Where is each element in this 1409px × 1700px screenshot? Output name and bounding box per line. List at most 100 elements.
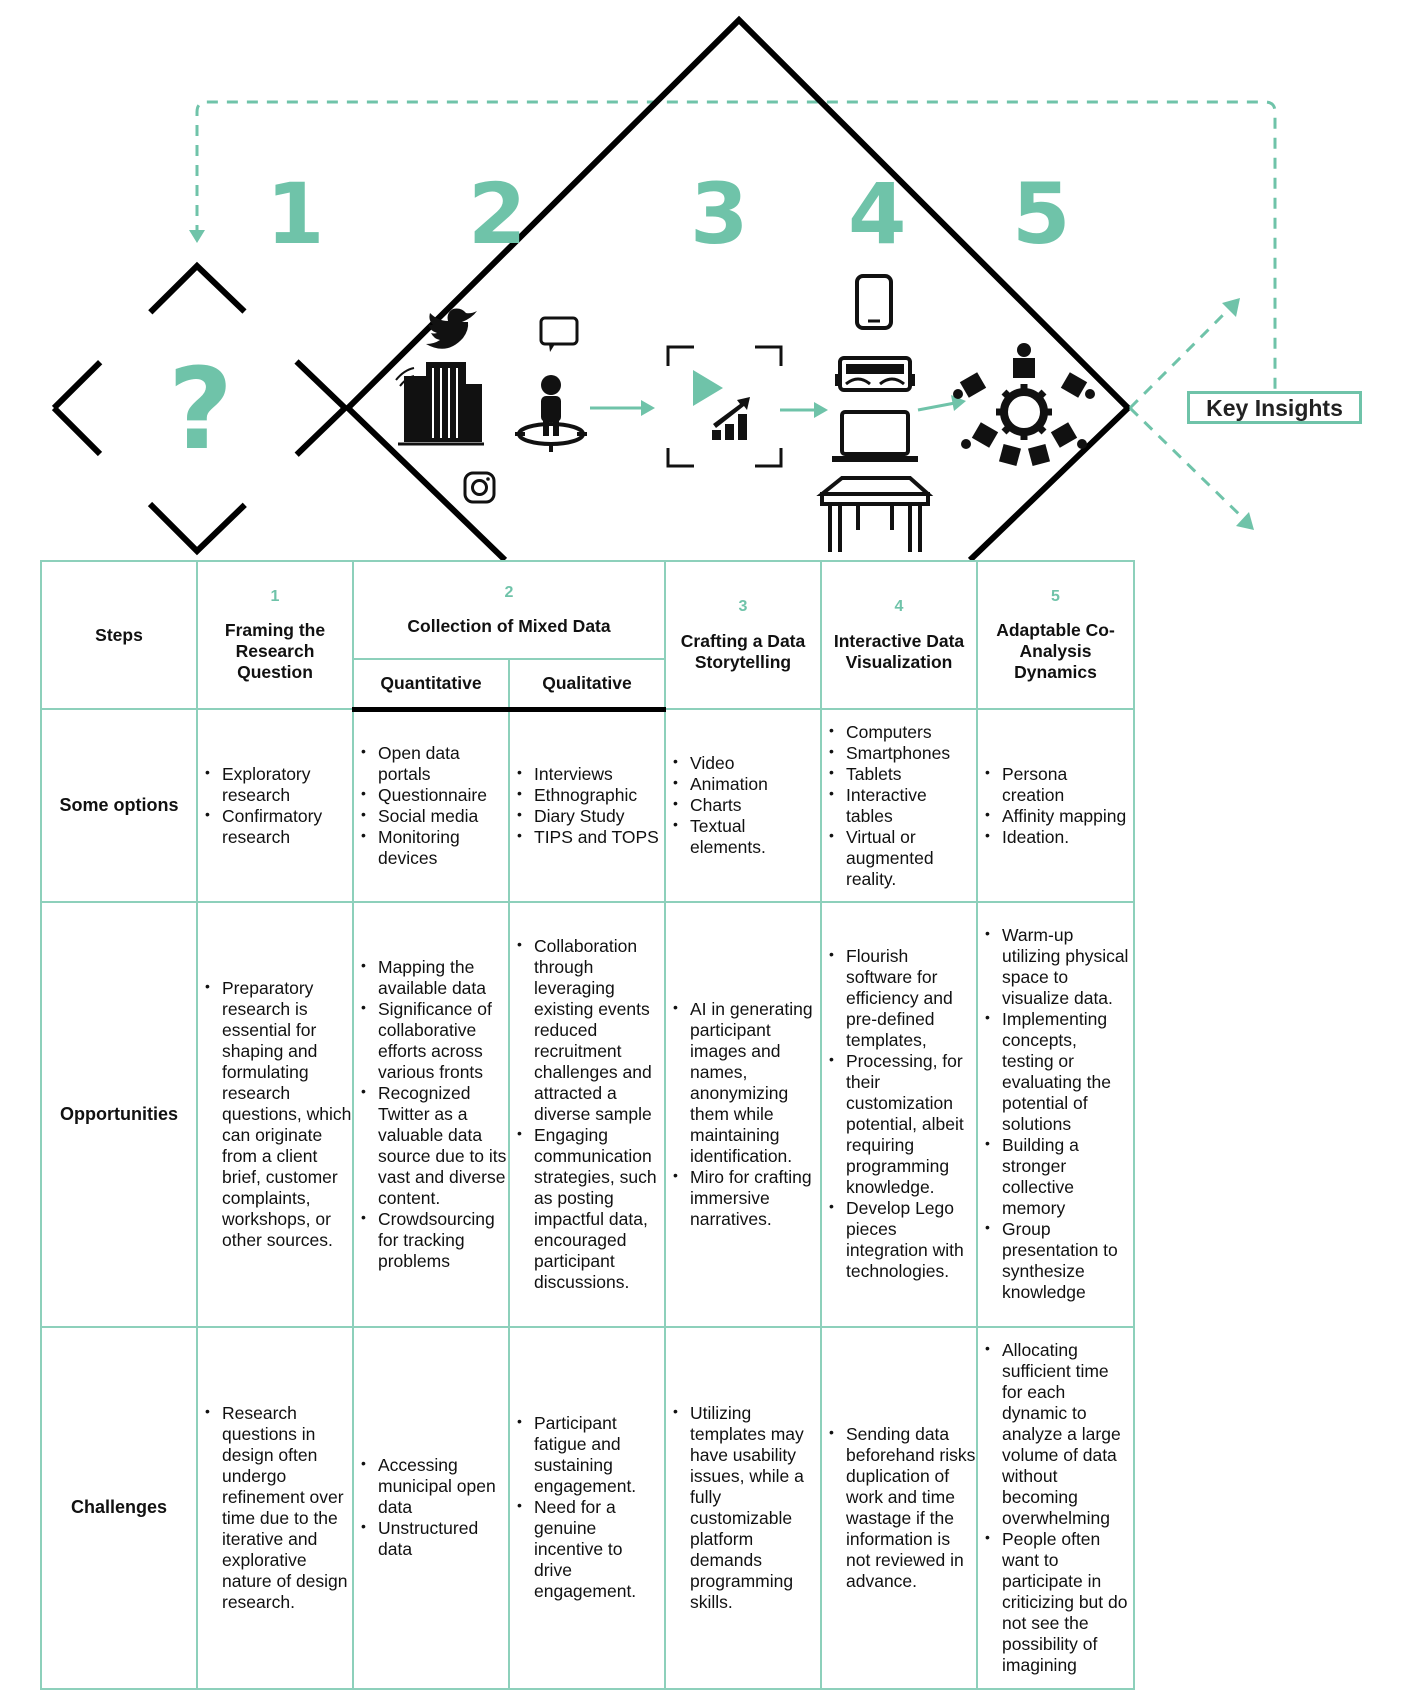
- header-steps: Steps: [40, 559, 198, 711]
- list-item: Ideation.: [985, 827, 1133, 848]
- list-item: Exploratory research: [205, 764, 352, 806]
- step-5-title: Adaptable Co-Analysis Dynamics: [996, 620, 1115, 683]
- gear-people-icon: [953, 343, 1095, 467]
- list-item: Need for a genuine incentive to drive en…: [517, 1497, 664, 1602]
- bullet-list: Open data portalsQuestionnaireSocial med…: [354, 743, 508, 869]
- cell-row1-col3: InterviewsEthnographicDiary StudyTIPS an…: [508, 708, 666, 904]
- bullet-list: Accessing municipal open dataUnstructure…: [354, 1455, 508, 1560]
- question-diamond-gaps: [95, 307, 301, 509]
- main-diamond: [343, 15, 1133, 560]
- chat-bubble-icon: [539, 316, 579, 352]
- step-2-number: 2: [504, 583, 514, 601]
- play-icon: [693, 370, 723, 406]
- growth-chart-icon: [712, 397, 750, 440]
- list-item: People often want to participate in crit…: [985, 1529, 1133, 1676]
- step-3-number: 3: [738, 598, 748, 616]
- list-item: Affinity mapping: [985, 806, 1133, 827]
- list-item: Persona creation: [985, 764, 1133, 806]
- bullet-list: Research questions in design often under…: [198, 1403, 352, 1613]
- list-item: Flourish software for efficiency and pre…: [829, 946, 976, 1051]
- cell-row3-col5: Sending data beforehand risks duplicatio…: [820, 1325, 978, 1691]
- bullet-list: Warm-up utilizing physical space to visu…: [978, 925, 1133, 1303]
- cell-row1-col1: Exploratory researchConfirmatory researc…: [196, 708, 354, 904]
- list-item: Computers: [829, 722, 976, 743]
- cell-row2-col5: Flourish software for efficiency and pre…: [820, 901, 978, 1328]
- insight-arrowhead-down: [1236, 512, 1254, 530]
- step-number-3: 3: [690, 165, 749, 263]
- insight-arrowhead-up: [1222, 298, 1240, 317]
- question-mark: ?: [168, 345, 233, 475]
- list-item: Participant fatigue and sustaining engag…: [517, 1413, 664, 1497]
- table-icon: [816, 476, 934, 552]
- cell-row3-col2: Accessing municipal open dataUnstructure…: [352, 1325, 510, 1691]
- step-1-title: Framing the Research Question: [224, 620, 326, 683]
- building-wifi-icon: [395, 362, 484, 446]
- instagram-icon: [463, 471, 496, 504]
- smartphone-icon: [855, 274, 893, 330]
- list-item: Crowdsourcing for tracking problems: [361, 1209, 508, 1272]
- list-item: Implementing concepts, testing or evalua…: [985, 1009, 1133, 1135]
- header-step-3: 3 Crafting a Data Storytelling: [664, 559, 822, 711]
- laptop-icon: [832, 410, 918, 462]
- list-item: Social media: [361, 806, 508, 827]
- list-item: Preparatory research is essential for sh…: [205, 978, 352, 1251]
- person-target-icon: [515, 375, 587, 452]
- cell-row2-col6: Warm-up utilizing physical space to visu…: [976, 901, 1135, 1328]
- list-item: Video: [673, 753, 820, 774]
- list-item: Interactive tables: [829, 785, 976, 827]
- bullet-list: Preparatory research is essential for sh…: [198, 978, 352, 1251]
- list-item: TIPS and TOPS: [517, 827, 664, 848]
- list-item: Diary Study: [517, 806, 664, 827]
- row-label-challenges: Challenges: [40, 1325, 198, 1691]
- flow-arrows: [590, 401, 956, 412]
- step-1-number: 1: [270, 587, 280, 605]
- header-step-1: 1 Framing the Research Question: [196, 559, 354, 711]
- cell-row2-col2: Mapping the available dataSignificance o…: [352, 901, 510, 1328]
- list-item: Allocating sufficient time for each dyna…: [985, 1340, 1133, 1529]
- list-item: Develop Lego pieces integration with tec…: [829, 1198, 976, 1282]
- step-4-number: 4: [894, 598, 904, 616]
- header-qualitative: Qualitative: [508, 658, 666, 712]
- list-item: Collaboration through leveraging existin…: [517, 936, 664, 1125]
- step-2-title: Collection of Mixed Data: [407, 616, 611, 637]
- bullet-list: AI in generating participant images and …: [666, 999, 820, 1230]
- bullet-list: Persona creationAffinity mappingIdeation…: [978, 764, 1133, 848]
- list-item: Processing, for their customization pote…: [829, 1051, 976, 1198]
- bullet-list: VideoAnimationChartsTextual elements.: [666, 753, 820, 858]
- bullet-list: Utilizing templates may have usability i…: [666, 1403, 820, 1613]
- bullet-list: Allocating sufficient time for each dyna…: [978, 1340, 1133, 1676]
- list-item: Research questions in design often under…: [205, 1403, 352, 1613]
- list-item: Warm-up utilizing physical space to visu…: [985, 925, 1133, 1009]
- list-item: Animation: [673, 774, 820, 795]
- list-item: Significance of collaborative efforts ac…: [361, 999, 508, 1083]
- feedback-arrowhead: [189, 230, 205, 243]
- quantitative-label: Quantitative: [380, 672, 482, 693]
- list-item: Engaging communication strategies, such …: [517, 1125, 664, 1293]
- insight-arrows: [1128, 306, 1247, 522]
- twitter-icon: [426, 308, 477, 349]
- cell-row3-col4: Utilizing templates may have usability i…: [664, 1325, 822, 1691]
- list-item: Questionnaire: [361, 785, 508, 806]
- cell-row3-col1: Research questions in design often under…: [196, 1325, 354, 1691]
- bullet-list: Sending data beforehand risks duplicatio…: [822, 1424, 976, 1592]
- list-item: Recognized Twitter as a valuable data so…: [361, 1083, 508, 1209]
- cell-row2-col3: Collaboration through leveraging existin…: [508, 901, 666, 1328]
- list-item: Confirmatory research: [205, 806, 352, 848]
- feedback-loop-arrow: [195, 100, 1277, 390]
- row-label-options: Some options: [40, 708, 198, 904]
- header-step-5: 5 Adaptable Co-Analysis Dynamics: [976, 559, 1135, 711]
- list-item: Miro for crafting immersive narratives.: [673, 1167, 820, 1230]
- double-diamond-diagram: [51, 15, 1277, 560]
- research-steps-table: Steps 1 Framing the Research Question 2 …: [40, 559, 1135, 1691]
- list-item: AI in generating participant images and …: [673, 999, 820, 1167]
- list-item: Textual elements.: [673, 816, 820, 858]
- list-item: Sending data beforehand risks duplicatio…: [829, 1424, 976, 1592]
- header-step-2: 2 Collection of Mixed Data: [352, 559, 666, 661]
- qualitative-label: Qualitative: [542, 672, 632, 693]
- list-item: Unstructured data: [361, 1518, 508, 1560]
- bullet-list: Exploratory researchConfirmatory researc…: [198, 764, 352, 848]
- step-5-number: 5: [1051, 587, 1060, 605]
- step-number-5: 5: [1012, 165, 1071, 263]
- cell-row2-col1: Preparatory research is essential for sh…: [196, 901, 354, 1328]
- list-item: Mapping the available data: [361, 957, 508, 999]
